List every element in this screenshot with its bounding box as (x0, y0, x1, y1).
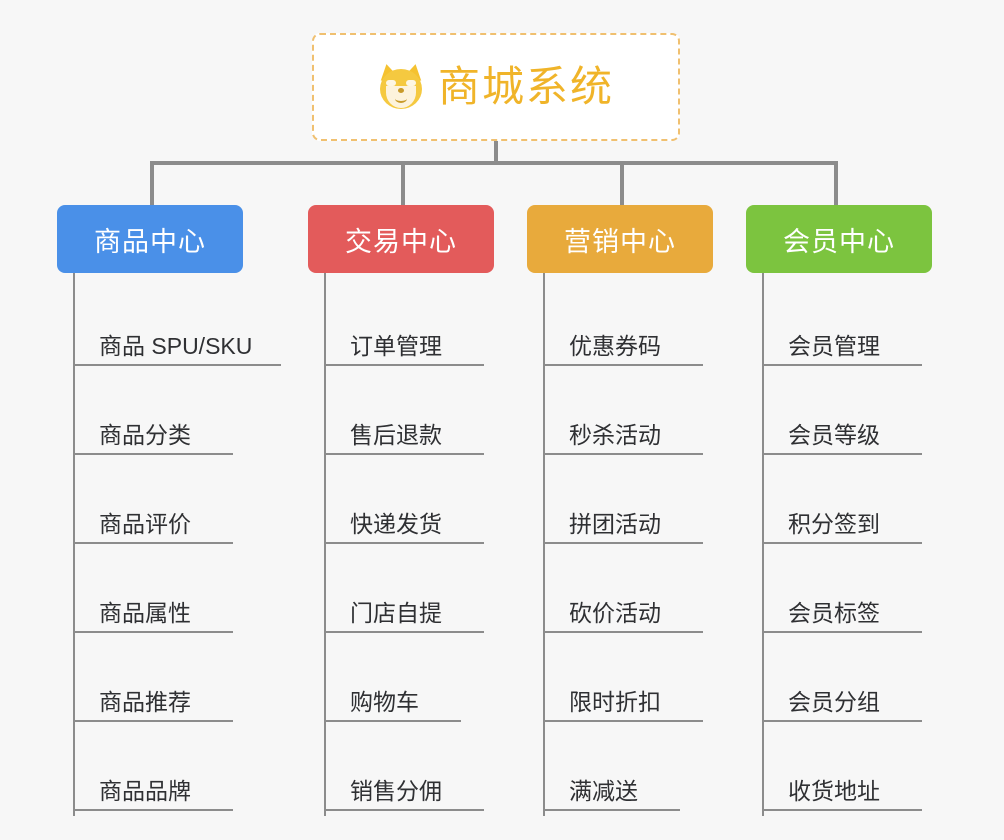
column-trunk-line (543, 273, 545, 816)
leaf-item[interactable]: 会员标签 (762, 602, 922, 633)
shiba-dog-icon (377, 62, 425, 110)
leaf-item[interactable]: 拼团活动 (543, 513, 703, 544)
leaf-item-label: 商品评价 (99, 511, 191, 537)
connector-drop-4 (834, 161, 838, 205)
category-title: 会员中心 (783, 226, 895, 257)
connector-drop-1 (150, 161, 154, 205)
leaf-item[interactable]: 商品属性 (73, 602, 233, 633)
root-title: 商城系统 (437, 63, 614, 110)
category-header-4[interactable]: 会员中心 (746, 205, 932, 273)
root-node[interactable]: 商城系统 (312, 33, 680, 141)
leaf-item[interactable]: 商品 SPU/SKU (73, 335, 281, 366)
category-header-3[interactable]: 营销中心 (527, 205, 713, 273)
leaf-item[interactable]: 秒杀活动 (543, 424, 703, 455)
category-title: 商品中心 (94, 226, 206, 257)
leaf-item-label: 订单管理 (350, 333, 442, 359)
leaf-item[interactable]: 商品推荐 (73, 691, 233, 722)
leaf-item-label: 购物车 (350, 689, 419, 715)
category-title: 交易中心 (345, 226, 457, 257)
connector-drop-3 (620, 161, 624, 205)
connector-bus (150, 161, 838, 165)
leaf-item-label: 会员分组 (788, 689, 880, 715)
leaf-item-label: 收货地址 (788, 778, 880, 804)
leaf-item-label: 秒杀活动 (569, 422, 661, 448)
leaf-item-label: 砍价活动 (569, 600, 661, 626)
connector-drop-2 (401, 161, 405, 205)
category-title: 营销中心 (564, 226, 676, 257)
leaf-item-label: 门店自提 (350, 600, 442, 626)
leaf-item[interactable]: 销售分佣 (324, 780, 484, 811)
leaf-item[interactable]: 订单管理 (324, 335, 484, 366)
category-header-1[interactable]: 商品中心 (57, 205, 243, 273)
leaf-item[interactable]: 会员管理 (762, 335, 922, 366)
leaf-item[interactable]: 收货地址 (762, 780, 922, 811)
leaf-item-label: 限时折扣 (569, 689, 661, 715)
leaf-item-label: 商品 SPU/SKU (99, 333, 253, 359)
leaf-item-label: 商品推荐 (99, 689, 191, 715)
leaf-item[interactable]: 商品分类 (73, 424, 233, 455)
leaf-item[interactable]: 会员等级 (762, 424, 922, 455)
leaf-item-label: 商品品牌 (99, 778, 191, 804)
leaf-item-label: 销售分佣 (350, 778, 442, 804)
category-header-2[interactable]: 交易中心 (308, 205, 494, 273)
column-trunk-line (73, 273, 75, 816)
leaf-item[interactable]: 会员分组 (762, 691, 922, 722)
leaf-item[interactable]: 优惠券码 (543, 335, 703, 366)
leaf-item-label: 积分签到 (788, 511, 880, 537)
leaf-item[interactable]: 快递发货 (324, 513, 484, 544)
leaf-item-label: 会员管理 (788, 333, 880, 359)
root-connector-stub (494, 141, 498, 163)
leaf-item-label: 售后退款 (350, 422, 442, 448)
leaf-item[interactable]: 门店自提 (324, 602, 484, 633)
leaf-item[interactable]: 砍价活动 (543, 602, 703, 633)
leaf-item-label: 会员等级 (788, 422, 880, 448)
leaf-item-label: 拼团活动 (569, 511, 661, 537)
leaf-item-label: 商品分类 (99, 422, 191, 448)
leaf-item[interactable]: 商品评价 (73, 513, 233, 544)
column-trunk-line (762, 273, 764, 816)
leaf-item[interactable]: 积分签到 (762, 513, 922, 544)
column-trunk-line (324, 273, 326, 816)
leaf-item-label: 满减送 (569, 778, 638, 804)
leaf-item[interactable]: 满减送 (543, 780, 680, 811)
leaf-item-label: 快递发货 (350, 511, 442, 537)
leaf-item[interactable]: 商品品牌 (73, 780, 233, 811)
leaf-item-label: 商品属性 (99, 600, 191, 626)
leaf-item[interactable]: 限时折扣 (543, 691, 703, 722)
leaf-item[interactable]: 售后退款 (324, 424, 484, 455)
leaf-item[interactable]: 购物车 (324, 691, 461, 722)
leaf-item-label: 优惠券码 (569, 333, 661, 359)
leaf-item-label: 会员标签 (788, 600, 880, 626)
